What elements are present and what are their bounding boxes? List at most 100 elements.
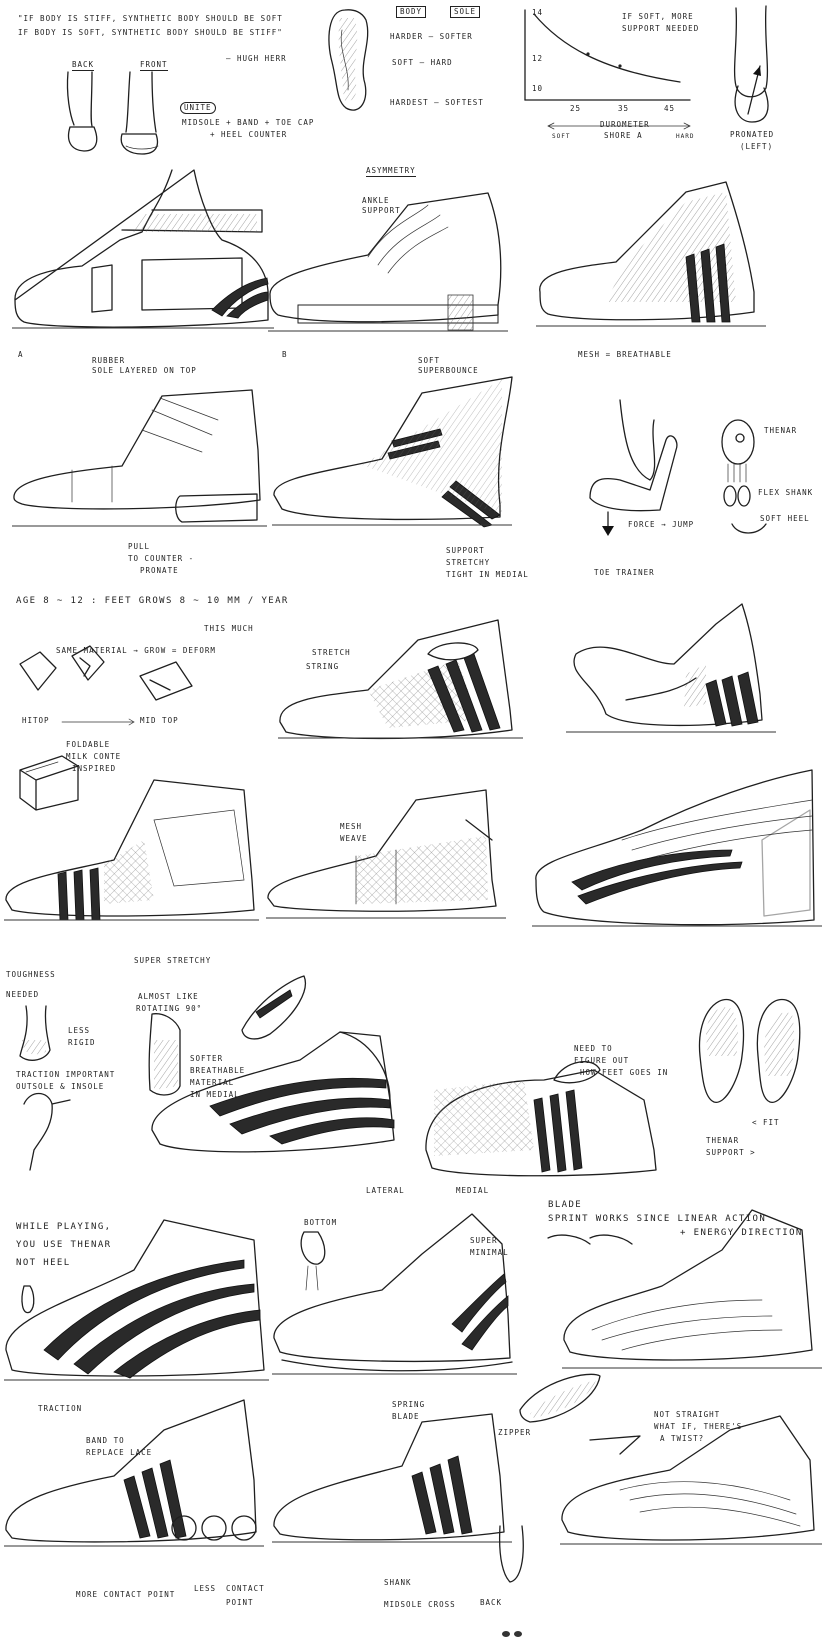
unite-label: Unite: [180, 102, 216, 114]
bottom: Bottom: [304, 1218, 338, 1227]
toe-trainer: Toe trainer: [594, 568, 655, 577]
shoe-soles-top: [698, 998, 801, 1103]
blade-sprint2: Sprint works since linear action: [548, 1214, 767, 1224]
shoe-row7-2: [272, 1213, 517, 1375]
rubber-sole1: Rubber: [92, 356, 126, 365]
graph-x-label1: Durometer: [600, 120, 650, 129]
less-rigid1: Less: [68, 1026, 91, 1035]
graph-x-tick-25: 25: [570, 104, 582, 113]
insole-sketch: [328, 9, 369, 111]
stretch-string2: string: [306, 662, 340, 671]
graph-hard: Hard: [676, 133, 695, 140]
shoe-row7-3: [562, 1209, 822, 1369]
graph-soft: Soft: [552, 133, 571, 140]
blade-sprint3: + energy direction: [680, 1228, 803, 1238]
graph-note2: support needed: [622, 24, 700, 33]
fit: < Fit: [752, 1118, 780, 1127]
blade-sketches: [21, 1231, 633, 1314]
foldable3: inspired: [72, 764, 117, 773]
almost-rotating1: Almost like: [138, 992, 199, 1001]
traction2: outsole & insole: [16, 1082, 105, 1091]
shoe-row8-2: [272, 1413, 512, 1543]
same-material: Same material → grow = deform: [56, 646, 216, 655]
shoe-row5-1: [4, 779, 259, 921]
super-minimal2: minimal: [470, 1248, 509, 1257]
softer-breathable3: material: [190, 1078, 235, 1087]
not-straight1: Not straight: [654, 1410, 721, 1419]
soft-hard: Soft — Hard: [392, 58, 453, 67]
graph-y-tick-12: 12: [532, 54, 544, 63]
spring-blade2: blade: [392, 1412, 420, 1421]
midtop: Mid top: [140, 716, 179, 725]
ankle-support1: Ankle: [362, 196, 390, 205]
shoe-b: [268, 192, 508, 332]
support-stretchy3: Tight in medial: [446, 570, 529, 579]
shoe-row4-2: [566, 603, 776, 733]
mesh-breathable: Mesh = breathable: [578, 350, 672, 359]
not-straight2: what if, there's: [654, 1422, 743, 1431]
back-foot-sketch: [498, 1525, 524, 1637]
shoe-row3-1: [12, 389, 267, 527]
age-note: Age 8 ~ 12 : Feet grows 8 ~ 10 mm / year: [16, 596, 289, 606]
label-b: B: [282, 350, 288, 359]
graph-x-label2: Shore A: [604, 131, 643, 140]
label-a: A: [18, 350, 24, 359]
sole-label: Sole: [450, 6, 481, 18]
super-minimal1: Super: [470, 1236, 498, 1245]
shoe-c: [536, 181, 766, 327]
force-jump: Force → Jump: [628, 520, 695, 529]
while-playing3: not heel: [16, 1258, 71, 1268]
shoe-row8-1: [4, 1399, 264, 1547]
flex-shank: Flex shank: [758, 488, 814, 497]
unite-desc1: Midsole + Band + Toe cap: [182, 118, 315, 127]
soft-superbounce2: Superbounce: [418, 366, 479, 375]
pull-counter3: pronate: [140, 566, 179, 575]
hitop: Hitop: [22, 716, 50, 725]
graph-note1: If soft, more: [622, 12, 694, 21]
rubber-sole2: sole layered on top: [92, 366, 197, 375]
pull-counter1: Pull: [128, 542, 151, 551]
pronated: Pronated: [730, 130, 775, 139]
shoe-a: [12, 169, 274, 329]
twist-sketch: [519, 1373, 641, 1455]
shoe-row8-3: [560, 1415, 822, 1545]
less-contact1: Less: [194, 1584, 217, 1593]
almost-rotating2: rotating 90°: [136, 1004, 203, 1013]
cube-studies: [19, 645, 193, 811]
ankle-support2: support: [362, 206, 401, 215]
graph-x-tick-45: 45: [664, 104, 676, 113]
less-contact2: contact: [226, 1584, 265, 1593]
pull-counter2: to counter -: [128, 554, 195, 563]
mesh-weave2: weave: [340, 834, 368, 843]
foldable2: milk conte: [66, 752, 122, 761]
feet-back-front-sketch: [66, 71, 159, 155]
hardest-softest: Hardest — Softest: [390, 98, 484, 107]
need-figure3: how feet goes in: [580, 1068, 669, 1077]
shoe-row3-2: [272, 376, 513, 528]
traction-label: Traction: [38, 1404, 83, 1413]
shoe-medial: [425, 1061, 657, 1177]
shank: Shank: [384, 1578, 412, 1587]
shoe-row7-1: [4, 1219, 269, 1381]
shoe-lateral: [151, 1031, 395, 1153]
graph-x-tick-35: 35: [618, 104, 630, 113]
lateral: Lateral: [366, 1186, 405, 1195]
softer-breathable1: Softer: [190, 1054, 224, 1063]
soft-heel: Soft heel: [760, 514, 810, 523]
more-contact: More contact point: [76, 1590, 176, 1599]
graph-y-tick-10: 10: [532, 84, 544, 93]
durometer-graph: [524, 9, 691, 130]
pronated-foot-sketch: [733, 5, 769, 123]
asymmetry: Asymmetry: [366, 166, 416, 177]
midsole-cross: Midsole cross: [384, 1600, 456, 1609]
pronated-left: (left): [740, 142, 774, 151]
quote-line1: "If body is stiff, synthetic body should…: [18, 14, 283, 23]
soft-superbounce1: Soft: [418, 356, 441, 365]
spring-blade1: Spring: [392, 1400, 426, 1409]
band-replace1: Band to: [86, 1436, 125, 1445]
thenar-insole-sketch: [721, 419, 767, 534]
shoe-row5-2: [266, 789, 506, 919]
softer-breathable2: breathable: [190, 1066, 246, 1075]
